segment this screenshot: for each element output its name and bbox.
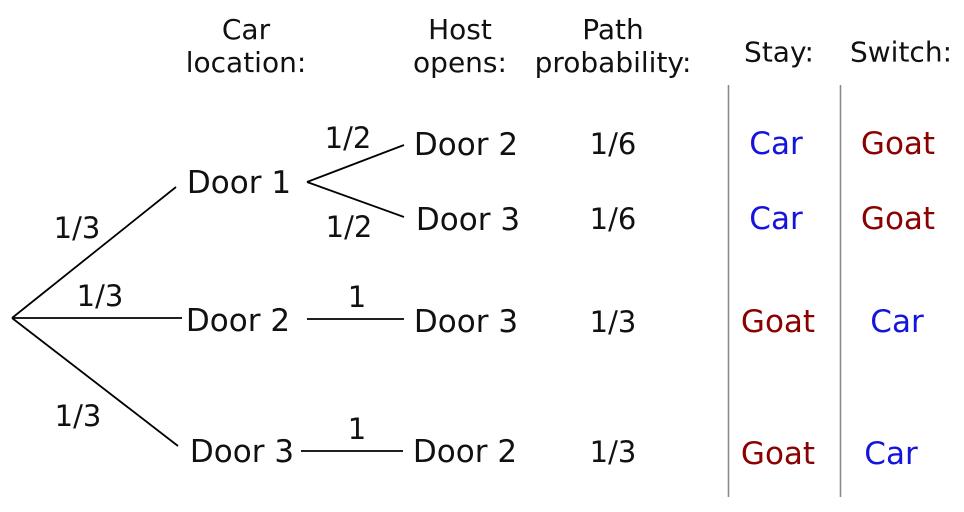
path-probability-row1: 1/6 — [589, 127, 637, 161]
switch-outcome-row1: Goat — [860, 126, 936, 162]
node-car-location-door3: Door 3 — [189, 434, 295, 470]
branch-probability-door2-door3: 1 — [347, 280, 367, 314]
header-host-opens: Host opens: — [413, 13, 507, 79]
path-probability-row2: 1/6 — [589, 202, 637, 236]
path-probability-row4: 1/3 — [589, 435, 637, 469]
node-host-opens-row4: Door 2 — [412, 434, 518, 470]
branch-probability-root-door1: 1/3 — [53, 211, 101, 245]
branch-probability-door1-door2: 1/2 — [324, 121, 372, 155]
branch-probability-door3-door2: 1 — [347, 412, 367, 446]
edge-root-door1 — [11, 186, 177, 319]
header-car-location: Car location: — [186, 13, 307, 79]
header-car-location-line2: location: — [185, 46, 307, 79]
header-path-probability-line1: Path — [582, 13, 644, 46]
branch-probability-door1-door3: 1/2 — [325, 210, 373, 244]
switch-outcome-row4: Car — [864, 436, 918, 472]
switch-outcome-row3: Car — [870, 304, 924, 340]
header-stay: Stay: — [744, 35, 814, 69]
stay-outcome-row1: Car — [749, 126, 803, 162]
switch-outcome-row2: Goat — [860, 201, 936, 237]
node-host-opens-row3: Door 3 — [413, 304, 519, 340]
node-car-location-door1: Door 1 — [186, 165, 292, 201]
branch-probability-root-door2: 1/3 — [76, 279, 124, 313]
edge-root-door3 — [11, 317, 179, 447]
edge-door1-opens-door2 — [306, 144, 405, 183]
header-car-location-line1: Car — [221, 13, 271, 46]
node-car-location-door2: Door 2 — [185, 303, 291, 339]
stay-outcome-row2: Car — [749, 201, 803, 237]
node-host-opens-row1: Door 2 — [413, 127, 519, 163]
stay-outcome-row3: Goat — [740, 304, 816, 340]
stay-outcome-row4: Goat — [740, 436, 816, 472]
header-switch: Switch: — [849, 35, 953, 69]
node-host-opens-row2: Door 3 — [415, 202, 521, 238]
path-probability-row3: 1/3 — [589, 305, 637, 339]
branch-probability-root-door3: 1/3 — [54, 399, 102, 433]
header-host-opens-line1: Host — [428, 13, 492, 46]
edge-door1-opens-door3 — [306, 181, 405, 218]
header-host-opens-line2: opens: — [413, 46, 507, 79]
header-path-probability-line2: probability: — [534, 46, 692, 79]
header-path-probability: Path probability: — [535, 13, 692, 79]
